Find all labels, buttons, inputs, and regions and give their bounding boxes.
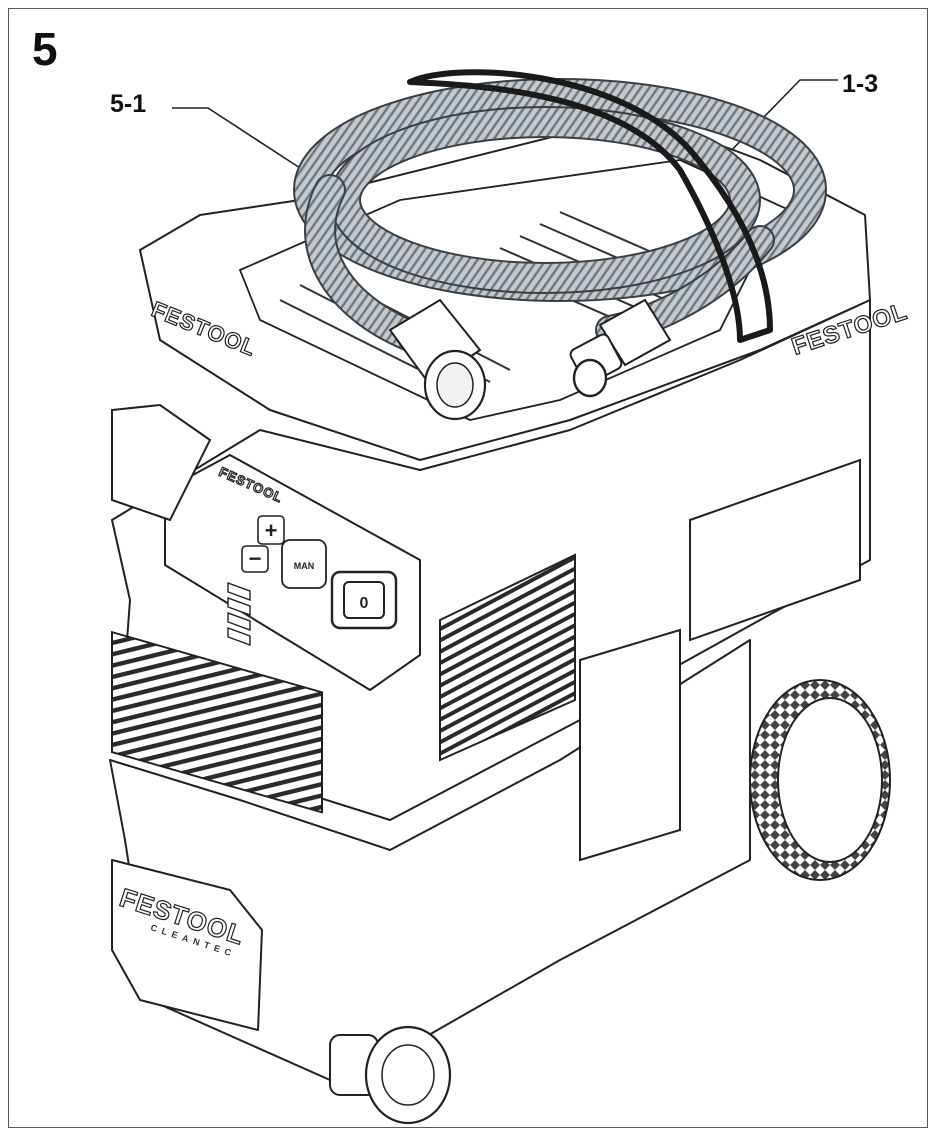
front-vent-grille (111, 630, 323, 814)
plus-button[interactable]: + (257, 515, 285, 545)
man-label: MAN (294, 561, 315, 571)
callout-1-3: 1-3 (842, 70, 879, 98)
man-button[interactable]: MAN (281, 539, 327, 589)
side-vent-grille (439, 553, 576, 762)
hose-end-cuff (388, 298, 487, 421)
latch (579, 628, 681, 862)
minus-label: − (249, 546, 262, 571)
power-label: 0 (360, 595, 369, 612)
front-handle (111, 859, 263, 1031)
hose-strap (407, 69, 773, 343)
minus-button[interactable]: − (241, 545, 269, 573)
hose-connector (569, 298, 672, 398)
leader-line-5-1 (172, 107, 301, 169)
figure-frame (8, 8, 928, 1128)
callout-5-1: 5-1 (110, 90, 147, 118)
display-window (111, 403, 212, 522)
front-caster (329, 1025, 452, 1125)
plus-label: + (265, 518, 278, 543)
power-switch[interactable]: 0 (330, 570, 398, 630)
figure-number: 5 (32, 23, 58, 75)
rear-wheel (749, 679, 891, 881)
level-indicator (227, 582, 251, 646)
side-handle-recess (689, 458, 861, 642)
